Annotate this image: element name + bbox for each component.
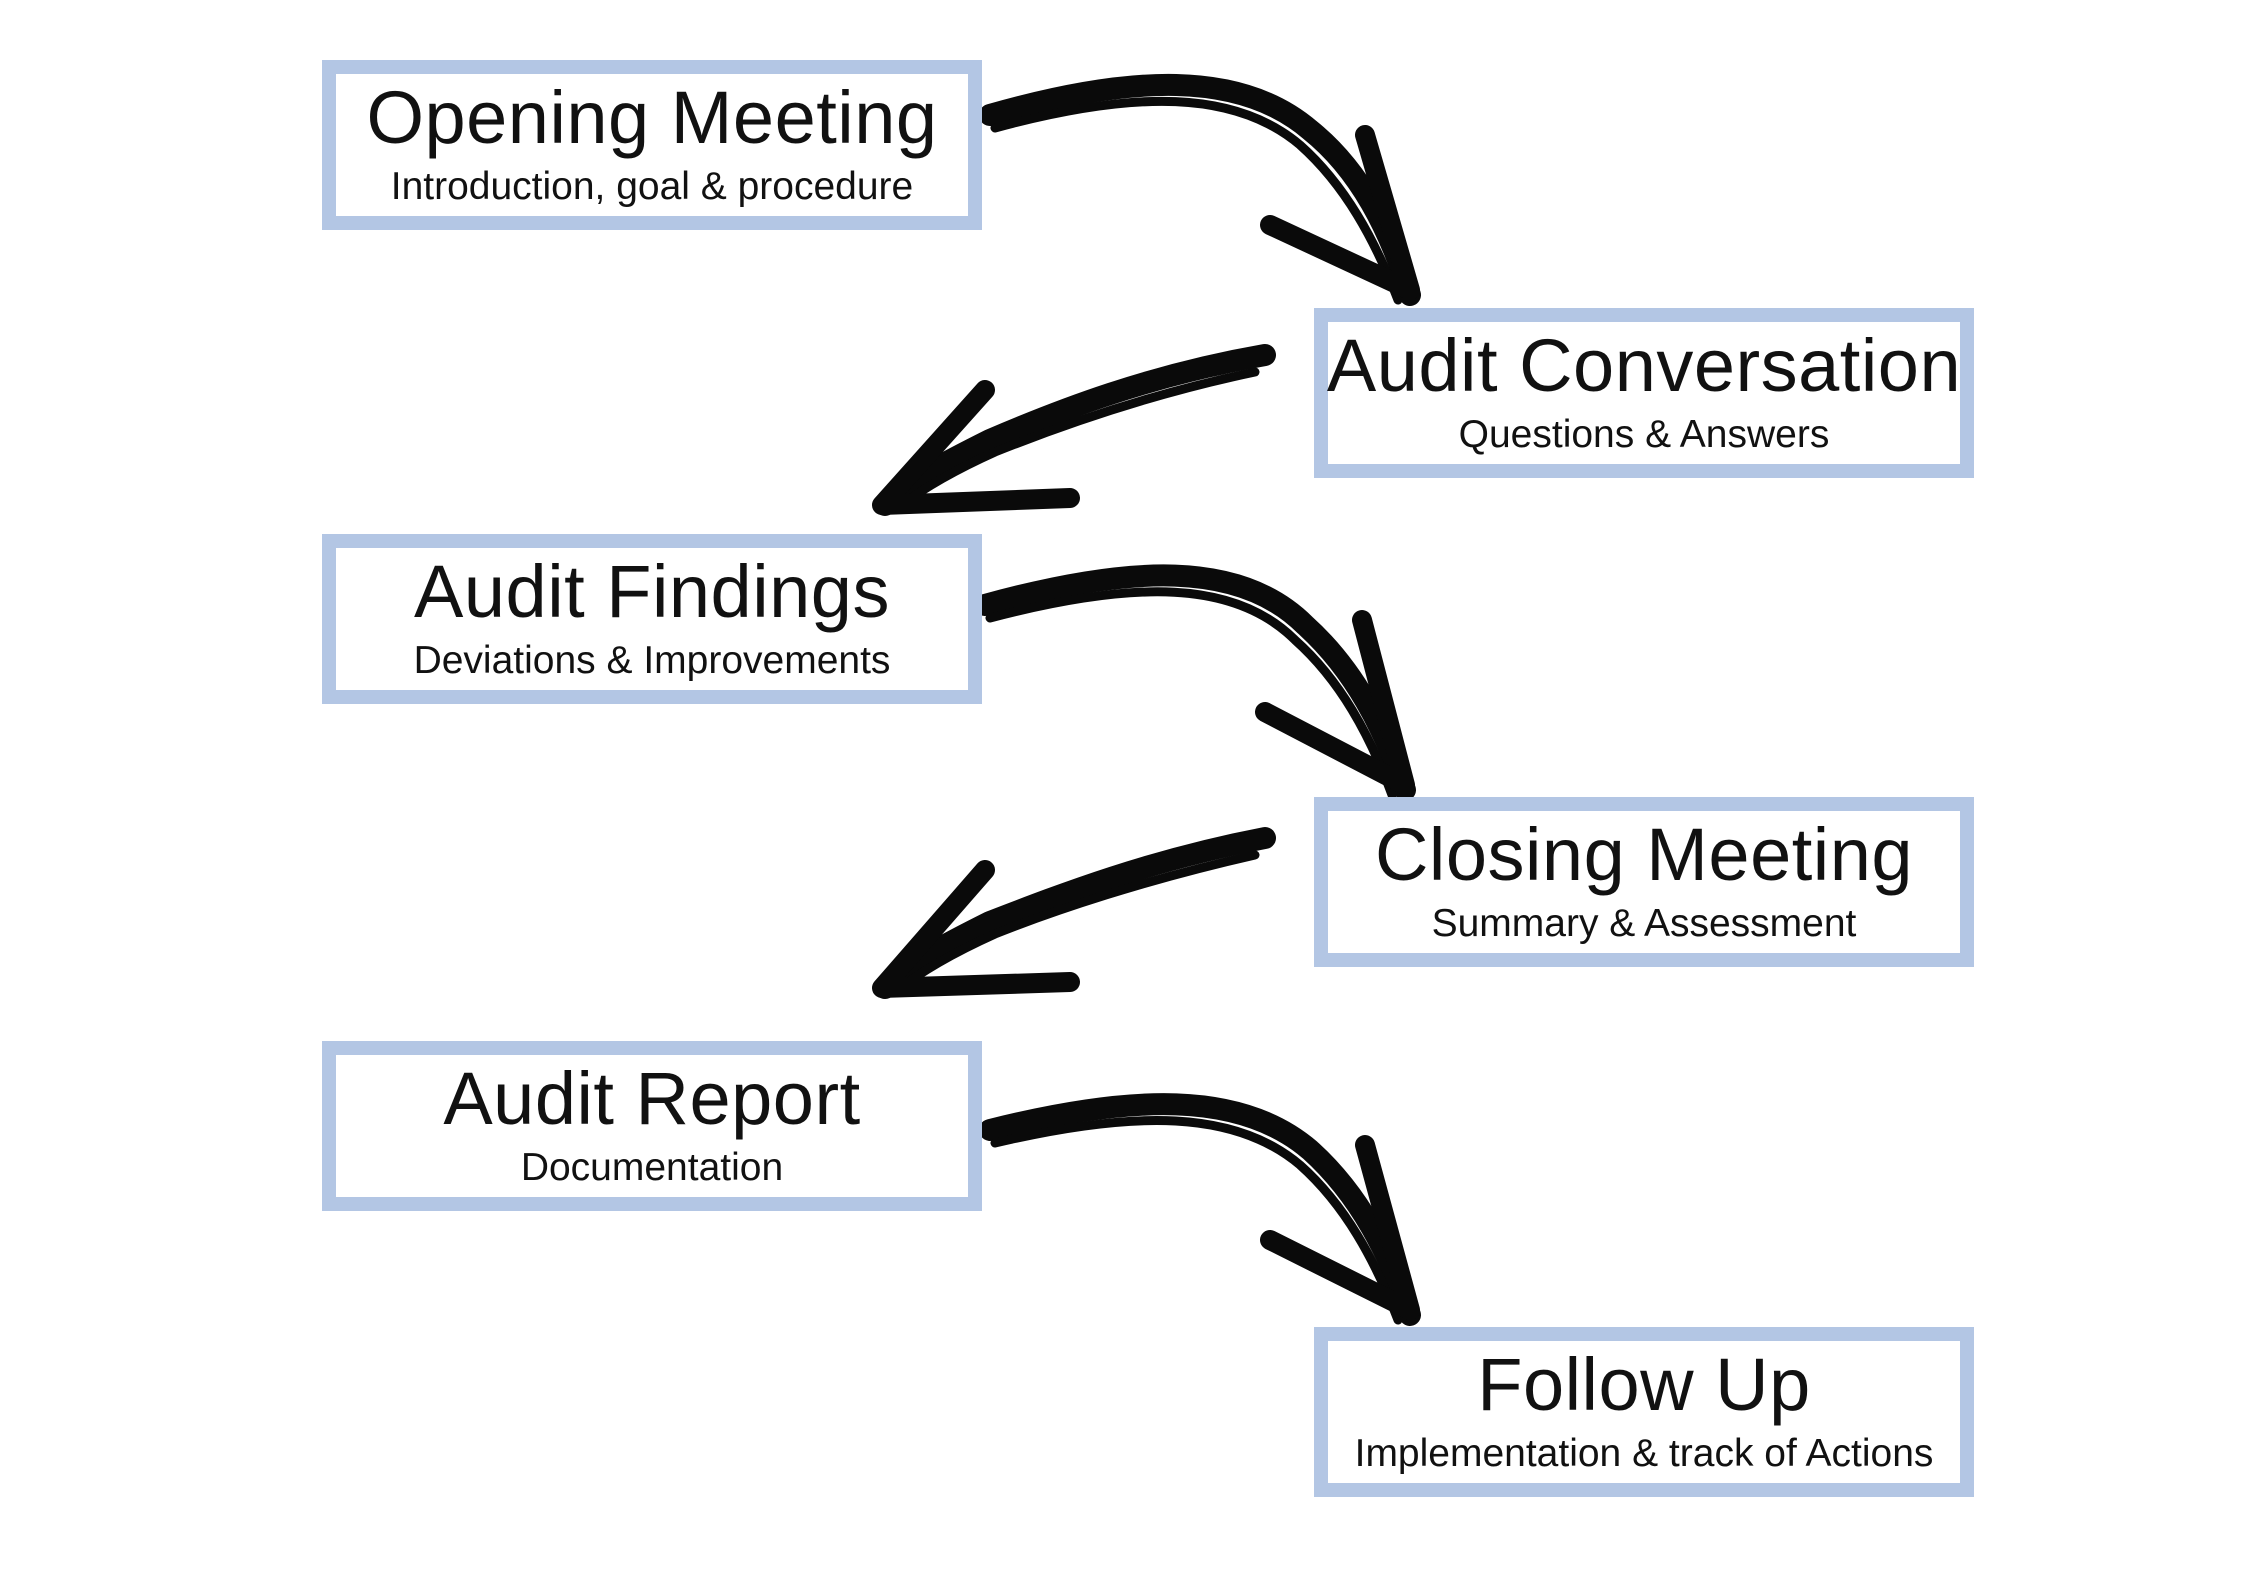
step-subtitle: Introduction, goal & procedure bbox=[390, 164, 914, 208]
step-title: Opening Meeting bbox=[366, 75, 938, 159]
step-subtitle: Documentation bbox=[520, 1145, 784, 1189]
step-audit-report: Audit Report Documentation bbox=[322, 1041, 982, 1211]
arrow-right-2 bbox=[974, 564, 1416, 801]
step-title: Follow Up bbox=[1477, 1342, 1811, 1426]
step-subtitle: Implementation & track of Actions bbox=[1354, 1431, 1934, 1475]
arrow-left-1 bbox=[872, 344, 1276, 516]
step-subtitle: Deviations & Improvements bbox=[413, 638, 891, 682]
step-title: Audit Findings bbox=[414, 549, 890, 633]
step-title: Closing Meeting bbox=[1374, 812, 1914, 896]
step-audit-conversation: Audit Conversation Questions & Answers bbox=[1314, 308, 1974, 478]
step-subtitle: Questions & Answers bbox=[1458, 412, 1830, 456]
arrow-right-3 bbox=[979, 1093, 1421, 1326]
step-opening-meeting: Opening Meeting Introduction, goal & pro… bbox=[322, 60, 982, 230]
step-title: Audit Conversation bbox=[1326, 323, 1962, 407]
step-closing-meeting: Closing Meeting Summary & Assessment bbox=[1314, 797, 1974, 967]
step-title: Audit Report bbox=[443, 1056, 861, 1140]
step-subtitle: Summary & Assessment bbox=[1431, 901, 1857, 945]
step-audit-findings: Audit Findings Deviations & Improvements bbox=[322, 534, 982, 704]
arrow-left-2 bbox=[872, 827, 1276, 999]
step-follow-up: Follow Up Implementation & track of Acti… bbox=[1314, 1327, 1974, 1497]
arrow-right-1 bbox=[979, 73, 1421, 306]
